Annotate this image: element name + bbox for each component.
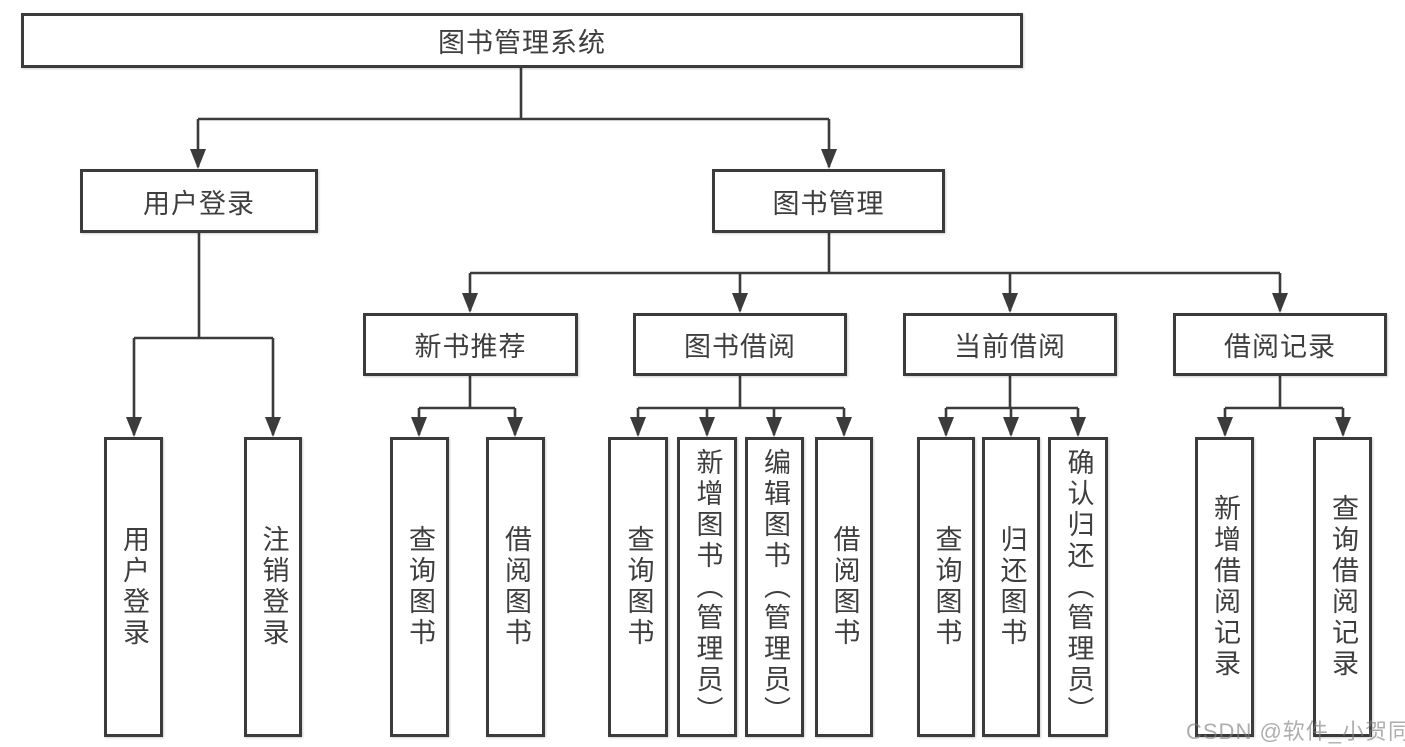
arrowhead-icon [938, 417, 954, 437]
node-user-login: 用户登录 [80, 169, 318, 233]
arrowhead-icon [265, 417, 281, 437]
arrowhead-icon [836, 417, 852, 437]
node-book-borrowing: 图书借阅 [633, 313, 847, 376]
arrowhead-icon [732, 293, 748, 313]
leaf-query-books: 查询图书 [608, 437, 668, 737]
leaf-add-borrow-record: 新增借阅记录 [1195, 437, 1254, 737]
arrowhead-icon [1335, 417, 1351, 437]
leaf-query-books: 查询图书 [917, 437, 975, 737]
node-current-borrowing: 当前借阅 [903, 313, 1117, 376]
connector-path [132, 68, 1345, 435]
arrowhead-icon [1002, 293, 1018, 313]
arrowhead-icon [1003, 417, 1019, 437]
leaf-user-login: 用户登录 [104, 437, 163, 737]
watermark-text: CSDN @软件_小贺同学 [1186, 719, 1405, 744]
leaf-query-books: 查询图书 [390, 437, 449, 737]
arrowhead-icon [411, 417, 427, 437]
leaf-borrow-books: 借阅图书 [815, 437, 873, 737]
leaf-return-books: 归还图书 [982, 437, 1040, 737]
arrowhead-icon [821, 149, 837, 169]
arrowhead-icon [630, 417, 646, 437]
node-new-book-recommendation: 新书推荐 [363, 313, 578, 376]
node-book-management: 图书管理 [712, 169, 945, 233]
arrowhead-icon [462, 293, 478, 313]
leaf-add-book-admin: 新增图书（管理员） [677, 437, 737, 737]
leaf-confirm-return-admin: 确认归还（管理员） [1048, 437, 1108, 737]
arrowhead-icon [190, 149, 206, 169]
node-library-management-system: 图书管理系统 [21, 13, 1023, 68]
node-borrowing-records: 借阅记录 [1173, 313, 1387, 376]
arrowhead-icon [126, 417, 142, 437]
arrowhead-icon [1217, 417, 1233, 437]
arrowhead-icon [699, 417, 715, 437]
leaf-query-borrow-record: 查询借阅记录 [1313, 437, 1372, 737]
leaf-edit-book-admin: 编辑图书（管理员） [745, 437, 804, 737]
arrowhead-icon [1070, 417, 1086, 437]
leaf-borrow-books: 借阅图书 [486, 437, 545, 737]
arrowhead-icon [766, 417, 782, 437]
arrowhead-icon [1272, 293, 1288, 313]
arrowhead-icon [507, 417, 523, 437]
leaf-logout: 注销登录 [244, 437, 302, 737]
